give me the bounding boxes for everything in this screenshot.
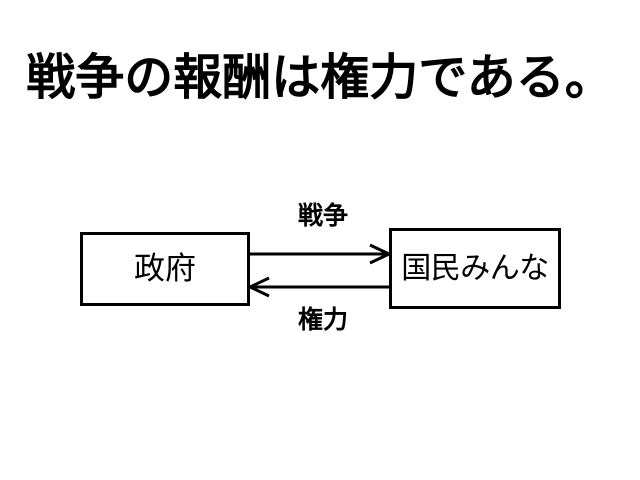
power-arrow [246,276,389,298]
node-government: 政府 [80,232,250,306]
node-citizens-label: 国民みんな [401,250,549,286]
war-arrow [250,243,393,265]
edge-label-war: 戦争 [297,201,348,230]
edge-label-power: 権力 [297,305,348,334]
node-government-label: 政府 [134,251,196,287]
node-citizens: 国民みんな [389,228,561,309]
power-arrowhead-left-icon [246,276,270,298]
slide-title: 戦争の報酬は権力である。 [26,49,614,106]
war-arrowhead-right-icon [369,243,393,265]
